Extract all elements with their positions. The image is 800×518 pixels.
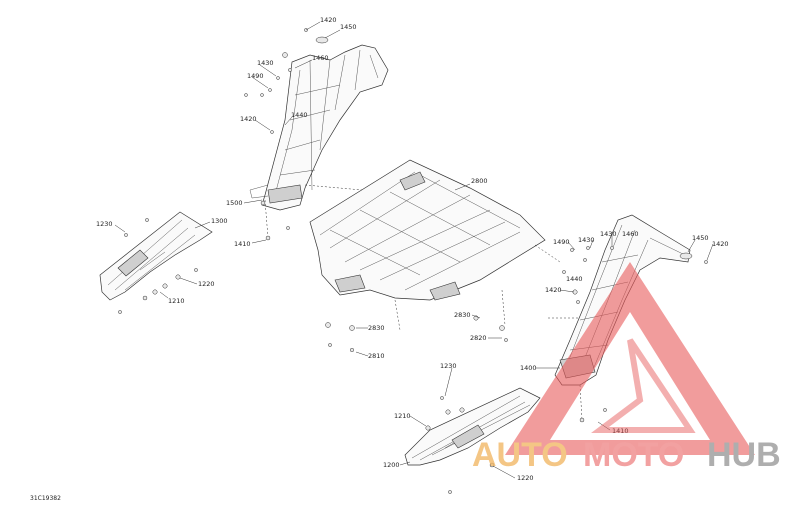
callout-1440: 1440: [291, 111, 308, 119]
watermark-auto: AUTO: [472, 436, 568, 474]
callout-1460: 1460: [312, 54, 329, 62]
callout-1220: 1220: [517, 474, 534, 482]
watermark-hub: HUB: [707, 436, 781, 474]
callout-1490: 1490: [247, 72, 264, 80]
callout-1500: 1500: [226, 199, 243, 207]
callout-1210: 1210: [394, 412, 411, 420]
callout-1420: 1420: [320, 16, 337, 24]
right-rocker-panel: [404, 387, 541, 494]
callout-1230: 1230: [96, 220, 113, 228]
callout-1420: 1420: [712, 240, 729, 248]
callout-1410: 1410: [612, 427, 629, 435]
watermark-triangle-logo: [505, 262, 755, 455]
callout-1420: 1420: [240, 115, 257, 123]
callout-1220: 1220: [198, 280, 215, 288]
callout-2820: 2820: [470, 334, 487, 342]
automotohub-watermark: AUTO MOTO HUB: [472, 262, 781, 474]
callout-1400: 1400: [520, 364, 537, 372]
callout-1430: 1430: [578, 236, 595, 244]
callout-1420: 1420: [545, 286, 562, 294]
callout-1440: 1440: [566, 275, 583, 283]
right-frame-hardware: [562, 246, 708, 423]
callout-1410: 1410: [234, 240, 251, 248]
callout-1450: 1450: [340, 23, 357, 31]
watermark-moto: MOTO: [583, 436, 684, 474]
callout-1430: 1430: [600, 230, 617, 238]
callout-1490: 1490: [553, 238, 570, 246]
drawing-reference-code: 31C19382: [30, 495, 61, 502]
callout-2800: 2800: [471, 177, 488, 185]
callout-2810: 2810: [368, 352, 385, 360]
left-rocker-panel: [99, 211, 213, 314]
left-frame-hardware: [244, 28, 329, 241]
callout-1230: 1230: [440, 362, 457, 370]
callout-2830: 2830: [368, 324, 385, 332]
leader-lines: [114, 21, 714, 479]
callout-1460: 1460: [622, 230, 639, 238]
callout-1210: 1210: [168, 297, 185, 305]
floor-pan: [309, 159, 546, 353]
callout-labels: 1420 1450 1460 1430 1490 1420 1440 1500 …: [96, 16, 729, 482]
callout-1200: 1200: [383, 461, 400, 469]
callout-1450: 1450: [692, 234, 709, 242]
callout-1300: 1300: [211, 217, 228, 225]
callout-1430: 1430: [257, 59, 274, 67]
callout-2830: 2830: [454, 311, 471, 319]
